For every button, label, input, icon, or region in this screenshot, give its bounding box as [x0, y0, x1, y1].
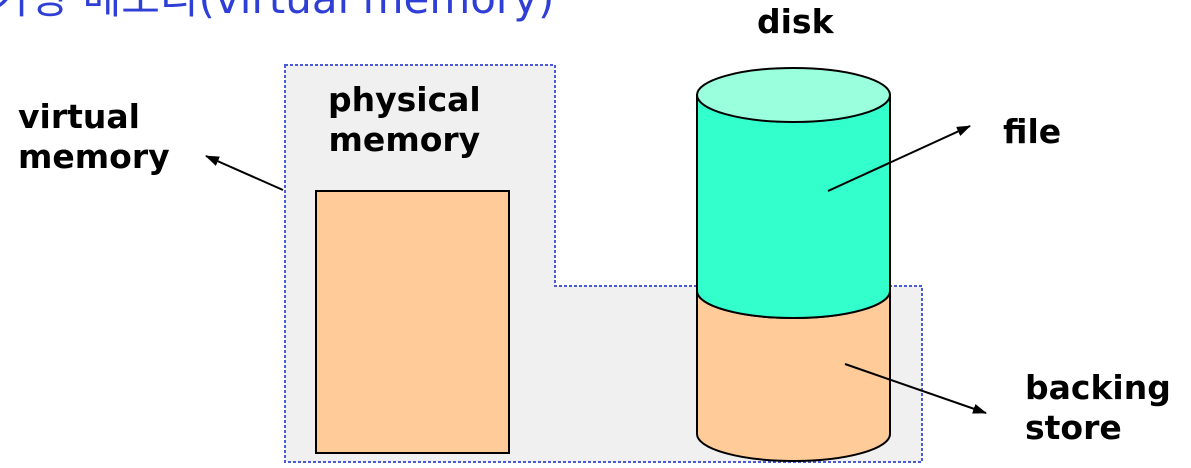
physical-memory-label: physical memory: [328, 80, 481, 159]
backing-store-label-line2: store: [1025, 407, 1122, 447]
virtual-memory-label-line2: memory: [18, 136, 170, 176]
virtual-memory-label: virtual memory: [18, 97, 170, 176]
file-segment: [696, 94, 891, 319]
file-arrow: [827, 125, 971, 192]
backing-store-arrow: [844, 363, 987, 414]
physical-memory-label-line1: physical: [328, 80, 481, 119]
disk-top-ellipse: [696, 67, 891, 123]
page-title: 가상 메모리(virtual memory): [0, 0, 554, 20]
backing-store-label: backing store: [1025, 368, 1171, 447]
virtual-memory-label-line1: virtual: [18, 97, 140, 136]
disk-label: disk: [757, 2, 834, 41]
backing-store-label-line1: backing: [1025, 368, 1171, 407]
physical-memory-label-line2: memory: [328, 119, 481, 159]
file-label: file: [1003, 112, 1062, 151]
virtual-memory-arrow: [205, 155, 284, 191]
physical-memory-box: [315, 190, 510, 454]
